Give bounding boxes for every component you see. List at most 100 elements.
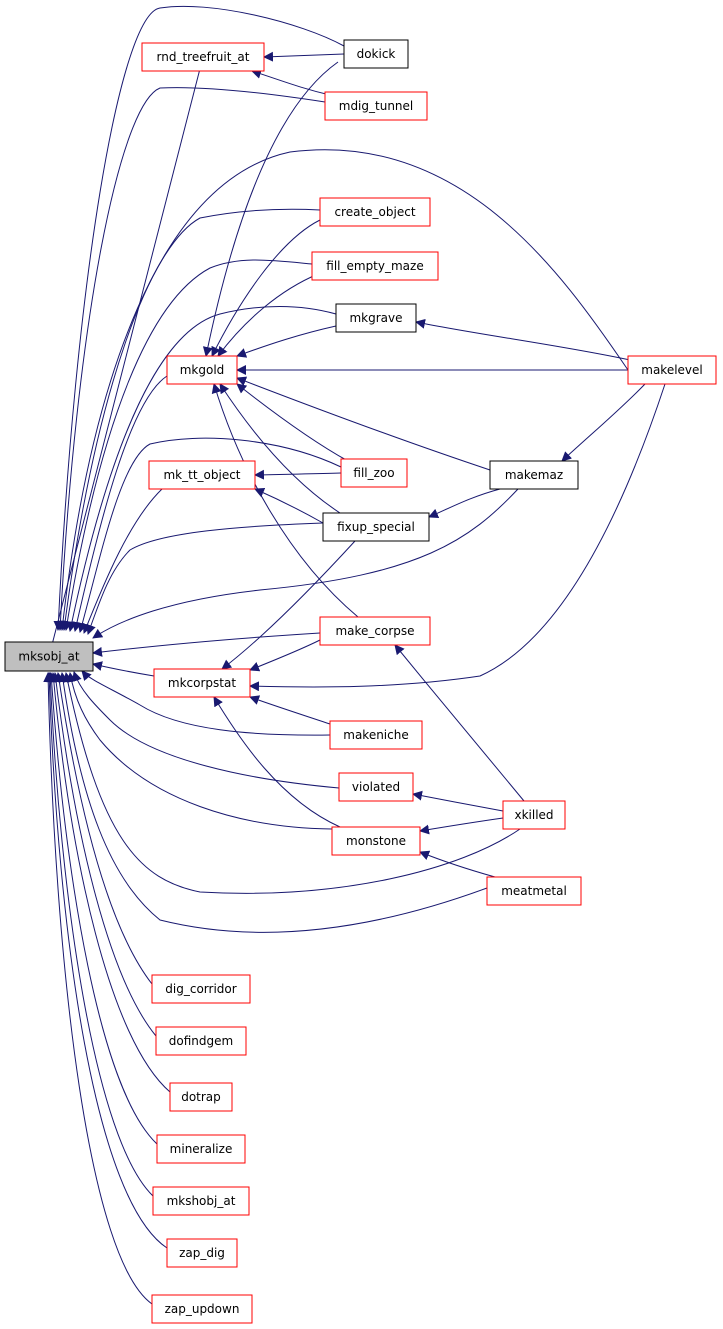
node-box: [166, 355, 238, 385]
node-label: dokick: [357, 47, 396, 61]
node-create_object[interactable]: create_object: [319, 197, 431, 227]
edge-xkilled-to-make_corpse: [394, 644, 525, 802]
edge-mdig_tunnel-to-rnd_treefruit_at: [251, 68, 331, 96]
node-box: [627, 355, 717, 385]
edge-fill_zoo-to-mksobj_at: [77, 437, 342, 633]
node-label: mk_tt_object: [163, 468, 240, 482]
node-xkilled[interactable]: xkilled: [502, 800, 566, 830]
node-label: violated: [352, 780, 400, 794]
node-mineralize[interactable]: mineralize: [156, 1134, 246, 1164]
node-box: [331, 826, 421, 856]
node-box: [151, 974, 251, 1004]
edge-mkgrave-to-mksobj_at: [66, 306, 337, 632]
node-violated[interactable]: violated: [338, 772, 414, 802]
edge-makemaz-to-mksobj_at: [92, 488, 519, 639]
edge-dotrap-to-mksobj_at: [48, 672, 171, 1093]
edge-mkgrave-to-mkgold: [236, 325, 337, 358]
node-monstone[interactable]: monstone: [331, 826, 421, 856]
node-box: [152, 1186, 250, 1216]
edge-dig_corridor-to-mksobj_at: [54, 672, 153, 985]
node-box: [311, 251, 439, 281]
node-label: mdig_tunnel: [339, 99, 414, 113]
edge-makelevel-to-mksobj_at: [58, 149, 629, 631]
node-fill_empty_maze[interactable]: fill_empty_maze: [311, 251, 439, 281]
node-label: mkgold: [180, 363, 225, 377]
node-zap_dig[interactable]: zap_dig: [166, 1238, 238, 1268]
node-label: create_object: [334, 205, 415, 219]
node-label: makelevel: [641, 363, 702, 377]
edge-dokick-to-mkgold: [202, 61, 339, 357]
node-box: [141, 42, 265, 72]
node-box: [4, 641, 94, 672]
edge-create_object-to-mkgold: [211, 219, 321, 357]
edge-mkgold-to-mksobj_at: [72, 375, 168, 632]
edge-make_corpse-to-mkgold: [211, 383, 359, 618]
node-mkshobj_at[interactable]: mkshobj_at: [152, 1186, 250, 1216]
node-label: fill_empty_maze: [326, 259, 423, 273]
edge-makemaz-to-fixup_special: [428, 488, 501, 519]
node-box: [335, 303, 417, 333]
node-label: zap_updown: [165, 1302, 240, 1316]
node-dotrap[interactable]: dotrap: [169, 1082, 233, 1112]
node-mkgold[interactable]: mkgold: [166, 355, 238, 385]
node-box: [324, 91, 428, 121]
node-box: [166, 1238, 238, 1268]
node-fixup_special[interactable]: fixup_special: [322, 512, 430, 542]
node-label: fixup_special: [337, 520, 415, 534]
node-box: [329, 720, 423, 750]
node-box: [486, 876, 582, 906]
node-fill_zoo[interactable]: fill_zoo: [340, 458, 408, 488]
node-mksobj_at[interactable]: mksobj_at: [4, 641, 94, 672]
node-mkgrave[interactable]: mkgrave: [335, 303, 417, 333]
node-label: zap_dig: [179, 1246, 225, 1260]
node-makeniche[interactable]: makeniche: [329, 720, 423, 750]
node-label: make_corpse: [335, 624, 414, 638]
node-label: mksobj_at: [18, 650, 80, 664]
edge-layer: [43, 5, 666, 1305]
edge-mk_tt_object-to-mksobj_at: [82, 488, 163, 634]
edge-fixup_special-to-mkgold: [219, 383, 341, 514]
node-label: dofindgem: [169, 1034, 233, 1048]
node-mdig_tunnel[interactable]: mdig_tunnel: [324, 91, 428, 121]
edge-makemaz-to-mkgold: [236, 376, 491, 471]
node-label: xkilled: [514, 808, 553, 822]
edge-makeniche-to-mksobj_at: [81, 670, 331, 736]
edge-fixup_special-to-mkcorpstat: [221, 540, 356, 670]
edge-mkcorpstat-to-mksobj_at: [92, 661, 155, 677]
node-label: makemaz: [505, 468, 563, 482]
node-box: [153, 668, 251, 698]
node-layer: mksobj_at rnd_treefruit_at dokick mdig_tunn…: [4, 39, 717, 1324]
node-make_corpse[interactable]: make_corpse: [319, 616, 431, 646]
node-mkcorpstat[interactable]: mkcorpstat: [153, 668, 251, 698]
edge-xkilled-to-violated: [412, 790, 504, 812]
node-dig_corridor[interactable]: dig_corridor: [151, 974, 251, 1004]
node-rnd_treefruit_at[interactable]: rnd_treefruit_at: [141, 42, 265, 72]
edge-fill_zoo-to-mkgold: [236, 383, 349, 462]
edge-meatmetal-to-monstone: [419, 850, 496, 878]
node-box: [156, 1134, 246, 1164]
node-makelevel[interactable]: makelevel: [627, 355, 717, 385]
node-box: [338, 772, 414, 802]
edge-fill_empty_maze-to-mkgold: [217, 273, 319, 357]
node-box: [322, 512, 430, 542]
node-zap_updown[interactable]: zap_updown: [151, 1294, 253, 1324]
edge-zap_updown-to-mksobj_at: [43, 672, 153, 1305]
node-box: [155, 1026, 247, 1056]
edge-mdig_tunnel-to-mksobj_at: [55, 87, 326, 631]
node-label: fill_zoo: [353, 466, 394, 480]
node-dokick[interactable]: dokick: [343, 39, 409, 69]
node-mk_tt_object[interactable]: mk_tt_object: [148, 460, 256, 490]
node-meatmetal[interactable]: meatmetal: [486, 876, 582, 906]
edge-fill_zoo-to-mk_tt_object: [254, 469, 342, 480]
node-makemaz[interactable]: makemaz: [489, 460, 579, 490]
edge-makelevel-to-mkgrave: [415, 318, 631, 361]
node-label: dig_corridor: [165, 982, 236, 996]
edge-make_corpse-to-mkcorpstat: [249, 639, 321, 672]
node-label: monstone: [346, 834, 406, 848]
edge-makeniche-to-mkcorpstat: [249, 695, 331, 725]
edge-monstone-to-mkcorpstat: [213, 696, 341, 828]
node-box: [169, 1082, 233, 1112]
node-dofindgem[interactable]: dofindgem: [155, 1026, 247, 1056]
edge-make_corpse-to-mksobj_at: [92, 632, 321, 657]
